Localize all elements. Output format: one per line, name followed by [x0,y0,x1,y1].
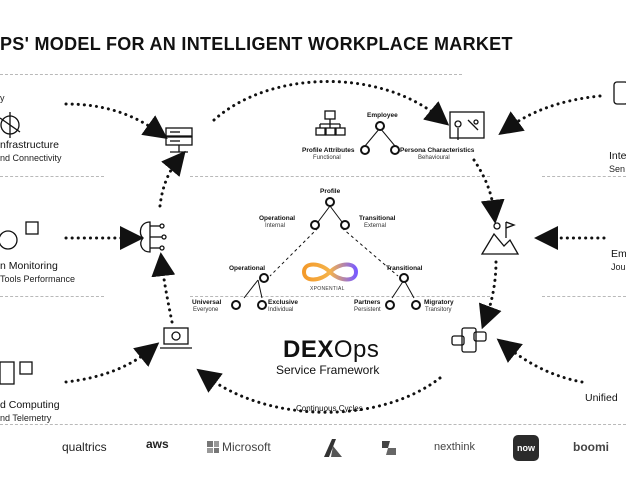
transitory-label: Transitory [425,307,452,313]
hierarchy-icon [315,110,346,136]
node-transitional [399,273,409,283]
left-monitoring-label: n Monitoring [0,260,58,272]
node-partners [385,300,395,310]
arrow-left-3 [64,342,160,384]
aws-logo: aws [146,437,169,451]
framework-name: DEXOps [283,336,379,364]
node-exclusive [257,300,267,310]
behavioural-label: Behavioural [418,155,450,161]
functional-label: Functional [313,155,341,161]
servicenow-logo: now [513,435,539,461]
arrow-right-1 [498,94,602,136]
boomi-logo: boomi [573,440,609,454]
node-profile [325,197,335,207]
servicenow-logo-text: now [517,443,535,453]
divider-right-1 [542,176,626,177]
server-icon [165,127,193,153]
node-employee [375,121,385,131]
framework-subtitle: Service Framework [276,363,380,377]
arrow-right-3 [496,338,584,384]
device-icon [613,81,626,105]
divider-top [0,74,462,75]
node-operational [259,273,269,283]
nexthink-logo: nexthink [434,441,475,453]
internal-label: Internal [265,223,286,229]
everyone-label: Everyone [193,307,219,313]
profile-attributes-label: Profile Attributes [302,147,355,154]
employee-label: Employee [367,112,398,119]
arc-top [212,80,450,126]
migratory-label: Migratory [424,299,454,306]
framework-name-rest: Ops [333,336,380,363]
microsoft-logo: Microsoft [222,440,271,454]
qualtrics-logo: qualtrics [62,440,107,454]
transitional-external-label: Transitional [359,215,396,222]
azure-logo-icon [324,439,342,457]
left-computing-sub: nd Telemetry [0,413,52,423]
persona-nodes [231,121,421,310]
network-icon [0,112,21,138]
microsoft-squares-icon [207,441,219,453]
right-inte-sub: Sen [609,164,626,174]
divider-mid-1 [190,176,490,177]
individual-label: Individual [268,307,294,313]
left-top-fragment: y [0,93,5,103]
divider-mid-2 [190,296,490,297]
right-unified-label: Unified [585,392,618,404]
divider-right-2 [542,296,626,297]
operational-label: Operational [229,265,266,272]
persona-tree [243,127,415,299]
arrow-left-1 [64,102,168,139]
framework-name-bold: DEX [283,336,334,363]
xponential-logo-icon [301,262,359,282]
left-monitoring-sub: Tools Performance [0,274,76,284]
node-migratory [411,300,421,310]
right-em-label: Em [611,248,626,260]
right-em-sub: Jou [611,262,626,272]
cycle-arrows [64,80,606,414]
mobile-chat-icon [451,327,487,353]
node-persona-characteristics [390,145,400,155]
xponential-label: XPONENTIAL [310,286,345,292]
left-computing-label: d Computing [0,399,60,411]
copilot-logo-icon [382,441,396,455]
mountain-flag-icon [480,221,520,255]
left-infrastructure-sub: nd Connectivity [0,153,62,163]
external-label: External [364,223,387,229]
presentation-board-icon [449,111,485,140]
arc-right-mid [478,260,502,330]
arc-left-top [158,150,186,208]
operational-internal-label: Operational [259,215,296,222]
universal-label: Universal [192,299,222,306]
left-infrastructure-label: nfrastructure [0,139,59,151]
divider-bottom [0,424,626,425]
page-title: PS' MODEL FOR AN INTELLIGENT WORKPLACE M… [0,34,513,54]
transitional-label: Transitional [386,265,423,272]
laptop-settings-icon [160,327,192,349]
persona-tree-dashes [269,227,399,277]
brain-circuit-icon [139,221,167,253]
ai-chip-icon [0,221,39,385]
node-transitional-external [340,220,350,230]
arc-right-top [472,158,505,224]
node-universal [231,300,241,310]
persona-characteristics-label: Persona Characteristics [400,147,475,154]
node-profile-attributes [360,145,370,155]
profile-label: Profile [320,188,341,195]
arc-bottom [196,368,442,414]
partners-label: Partners [354,299,381,306]
divider-left-1 [0,176,104,177]
divider-left-2 [0,296,104,297]
exclusive-label: Exclusive [268,299,298,306]
arc-left-mid [151,252,176,324]
node-operational-internal [310,220,320,230]
persistent-label: Persistent [354,307,381,313]
continuous-cycles-label: Continuous Cycles [296,404,363,413]
right-inte-label: Inte [609,150,626,162]
